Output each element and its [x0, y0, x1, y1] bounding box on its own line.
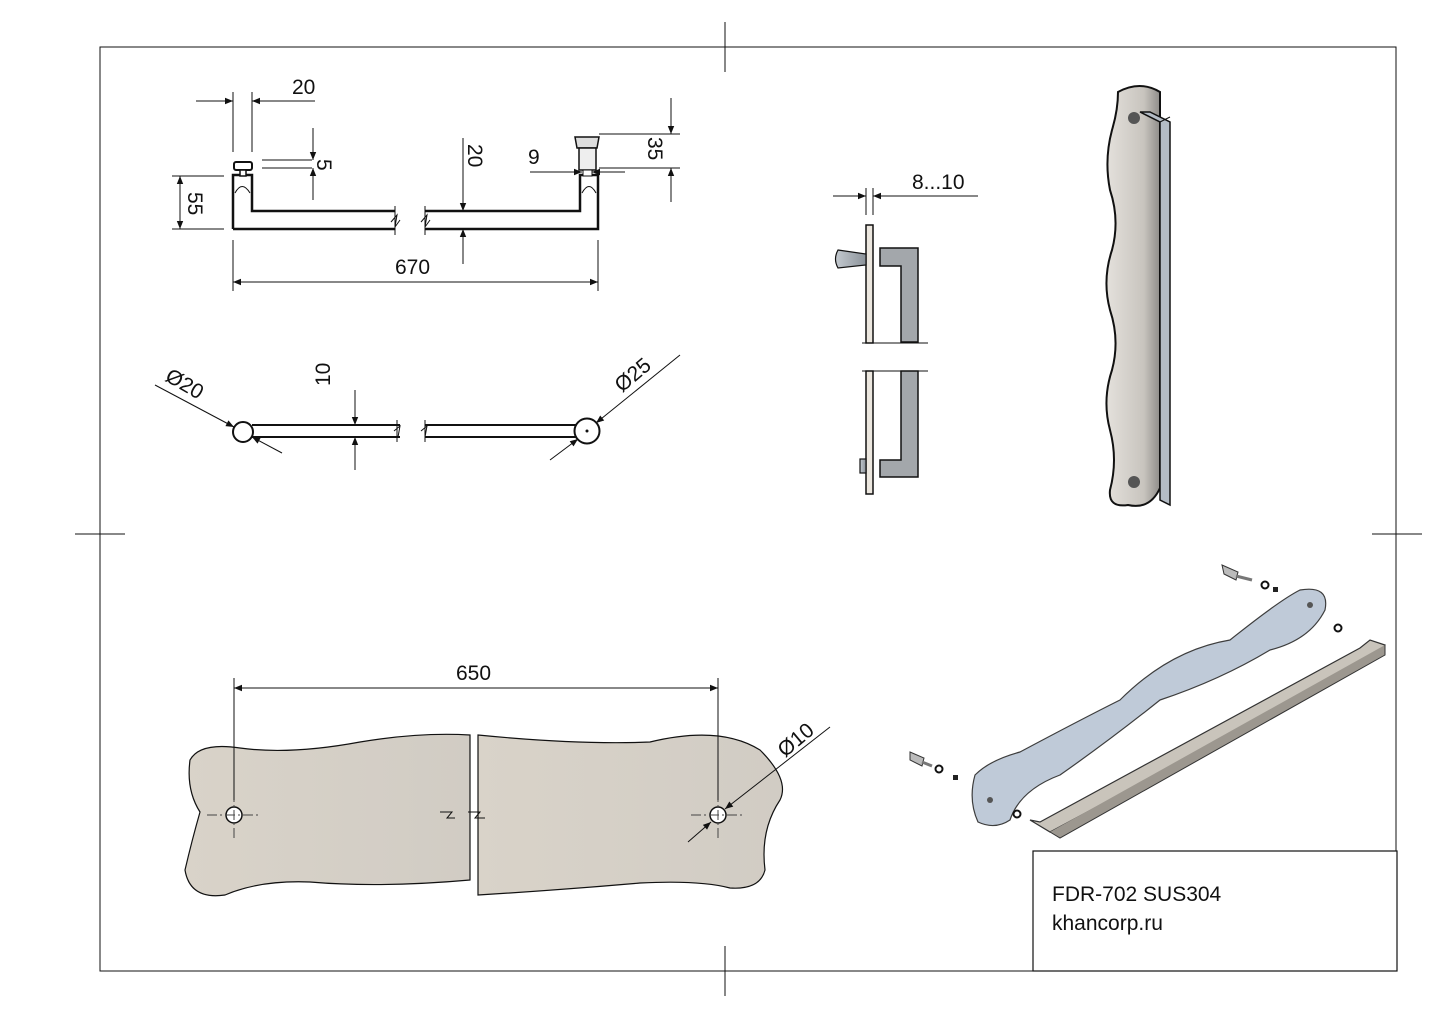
dim-leg-width: 20 [292, 76, 315, 99]
dim-spacer: 9 [528, 146, 540, 169]
dim-glass-thickness: 8...10 [912, 171, 965, 194]
title-block: FDR-702 SUS304 khancorp.ru [1032, 850, 1398, 972]
dim-height: 55 [183, 192, 206, 215]
front-view: 20 55 5 20 9 35 670 [172, 76, 680, 291]
plate-view: 650 Ø10 [184, 662, 831, 897]
dim-right-diameter: Ø25 [610, 354, 655, 397]
dim-hole-diameter: Ø10 [773, 719, 818, 762]
side-view: 8...10 [833, 171, 978, 495]
dim-hole-spacing: 650 [456, 662, 491, 685]
product-code: FDR-702 SUS304 [1052, 883, 1222, 906]
dim-bar-width: 10 [312, 363, 335, 386]
dim-knob-height: 35 [643, 137, 666, 160]
exploded-view [909, 564, 1386, 839]
iso-view [1105, 85, 1171, 507]
dim-left-diameter: Ø20 [162, 364, 208, 404]
dim-length: 670 [395, 256, 430, 279]
dim-bar-thickness: 20 [463, 144, 486, 167]
website: khancorp.ru [1052, 912, 1163, 935]
drawing-frame [75, 22, 1422, 996]
dim-cap-height: 5 [312, 159, 335, 171]
top-view: Ø20 10 Ø25 [154, 354, 681, 470]
